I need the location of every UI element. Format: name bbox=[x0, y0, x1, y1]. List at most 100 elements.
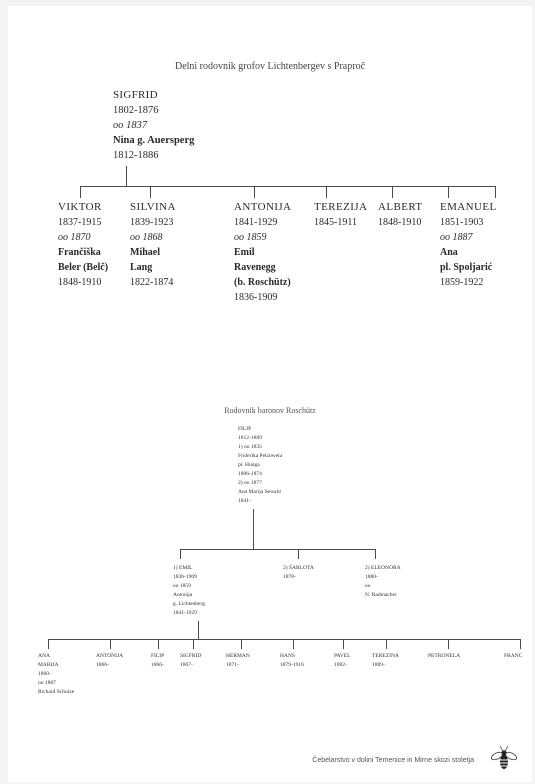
child-name: ANTONIJA bbox=[234, 201, 292, 213]
tree2-gen2-node: 2) ŠARLOTA 1878- bbox=[283, 564, 314, 582]
tree1-drop bbox=[448, 186, 449, 198]
tree2-gen3-node: HANS 1879-1916 bbox=[280, 652, 304, 670]
tree2-node-line: FILIP bbox=[151, 653, 165, 659]
tree2-drop bbox=[448, 639, 449, 649]
tree2-gen3-node: SIGFRID 1867- bbox=[180, 652, 201, 670]
tree2-node-line: 1882- bbox=[334, 662, 347, 668]
child-spouse-years: 1859-1922 bbox=[440, 277, 484, 288]
tree2-gen3-node: FRANC bbox=[504, 652, 522, 661]
child-spouse: Mihael bbox=[130, 247, 160, 258]
tree2-root-line: 2) oo 1877 bbox=[238, 480, 262, 486]
tree2-node-line: 1871- bbox=[226, 662, 239, 668]
tree2-node-line: FRANC bbox=[504, 653, 523, 659]
child-spouse: Ana bbox=[440, 247, 458, 258]
tree1-child: EMANUEL 1851-1903 oo 1887 Ana pl. Spolja… bbox=[440, 200, 497, 290]
tree2-gen3-node: ANTONIJA 1866- bbox=[96, 652, 123, 670]
tree1-child: TEREZIJA 1845-1911 bbox=[314, 200, 367, 230]
child-marriage: oo 1868 bbox=[130, 232, 163, 243]
tree2-node-line: SIGFRID bbox=[180, 653, 202, 659]
child-spouse: Lang bbox=[130, 262, 153, 273]
tree2-node-line: oo bbox=[365, 583, 371, 589]
tree2-drop bbox=[48, 639, 49, 649]
tree2-title: Rodovnik baronov Roschütz bbox=[224, 406, 316, 415]
tree2-drop bbox=[293, 639, 294, 649]
tree2-node-line: Antonija bbox=[173, 592, 193, 598]
tree2-node-line: 1860- bbox=[38, 671, 51, 677]
tree1-child: VIKTOR 1837-1915 oo 1870 Frančiška Beler… bbox=[58, 200, 108, 290]
tree2-root-line: pl. Hunga bbox=[238, 462, 260, 468]
tree2-gen3-node: FILIP 1866- bbox=[151, 652, 164, 670]
tree2-sibling-bar bbox=[48, 639, 520, 640]
bee-icon bbox=[491, 745, 517, 769]
tree1-drop bbox=[495, 186, 496, 198]
child-name: VIKTOR bbox=[58, 201, 102, 213]
tree2-gen2-node: 1) EMIL 1836-1909 oo 1859 Antonija g. Li… bbox=[173, 564, 205, 618]
tree2-node-line: 2) ELEONORA bbox=[365, 565, 401, 571]
child-marriage: oo 1870 bbox=[58, 232, 91, 243]
tree2-gen3-node: HERMAN 1871- bbox=[226, 652, 250, 670]
child-marriage: oo 1859 bbox=[234, 232, 267, 243]
child-years: 1845-1911 bbox=[314, 217, 357, 228]
child-name: SILVINA bbox=[130, 201, 176, 213]
tree1-title: Delni rodovnik grofov Lichtenbergev s Pr… bbox=[174, 61, 366, 72]
tree2-node-line: 1878- bbox=[283, 574, 296, 580]
child-years: 1837-1915 bbox=[58, 217, 102, 228]
document-page: Delni rodovnik grofov Lichtenbergev s Pr… bbox=[8, 6, 532, 782]
tree2-drop bbox=[298, 549, 299, 559]
tree2-gen3-node: TEREZINA 1889- bbox=[372, 652, 399, 670]
tree2-gen3-node: PAVEL 1882- bbox=[334, 652, 351, 670]
child-years: 1851-1903 bbox=[440, 217, 484, 228]
tree2-node-line: 1841-1929 bbox=[173, 610, 197, 616]
tree2-node-line: 1889- bbox=[372, 662, 385, 668]
tree2-node-line: Richard Schulze bbox=[38, 689, 75, 695]
tree1-drop bbox=[80, 186, 81, 198]
tree2-drop bbox=[193, 639, 194, 649]
tree2-node-line: ANTONIJA bbox=[96, 653, 124, 659]
tree1-root: SIGFRID 1802-1876 oo 1837 Nina g. Auersp… bbox=[113, 88, 194, 163]
child-spouse-years: 1848-1910 bbox=[58, 277, 102, 288]
tree2-drop bbox=[158, 639, 159, 649]
child-years: 1848-1910 bbox=[378, 217, 422, 228]
tree2-drop bbox=[375, 549, 376, 559]
root-spouse-years: 1812-1886 bbox=[113, 150, 159, 161]
tree1-stem bbox=[126, 166, 127, 186]
child-spouse: (b. Roschütz) bbox=[234, 277, 291, 288]
tree2-node-line: HANS bbox=[280, 653, 295, 659]
child-name: ALBERT bbox=[378, 201, 423, 213]
tree2-root-line: Friderika Pelzowela bbox=[238, 453, 283, 459]
tree1-child: ANTONIJA 1841-1929 oo 1859 Emil Ravenegg… bbox=[234, 200, 291, 305]
child-spouse: Beler (Belč) bbox=[58, 262, 109, 273]
root-marriage: oo 1837 bbox=[113, 120, 148, 131]
tree2-drop bbox=[110, 639, 111, 649]
tree2-drop bbox=[241, 639, 242, 649]
tree2-node-line: 1836-1909 bbox=[173, 574, 197, 580]
tree2-drop bbox=[180, 549, 181, 559]
child-spouse-years: 1822-1874 bbox=[130, 277, 174, 288]
tree2-node-line: 1879-1916 bbox=[280, 662, 304, 668]
child-marriage: oo 1887 bbox=[440, 232, 473, 243]
tree1-drop bbox=[326, 186, 327, 198]
tree2-root-line: 1) oo 1835 bbox=[238, 444, 262, 450]
tree2-node-line: PAVEL bbox=[334, 653, 351, 659]
tree1-drop bbox=[392, 186, 393, 198]
tree2-node-line: MARIJA bbox=[38, 662, 59, 668]
root-years: 1802-1876 bbox=[113, 105, 159, 116]
tree1-child: SILVINA 1839-1923 oo 1868 Mihael Lang 18… bbox=[130, 200, 176, 290]
root-name: SIGFRID bbox=[113, 89, 158, 101]
child-name: TEREZIJA bbox=[314, 201, 368, 213]
child-name: EMANUEL bbox=[440, 201, 497, 213]
tree2-root-line: FILIP bbox=[238, 426, 252, 432]
tree2-root-line: 1806-1874 bbox=[238, 471, 262, 477]
tree2-drop bbox=[520, 639, 521, 649]
tree2-stem bbox=[198, 621, 199, 639]
page-footer-caption: Čebelarstvo v dolini Temenice in Mirne s… bbox=[312, 757, 474, 764]
tree2-root-line: 1812-1889 bbox=[238, 435, 262, 441]
tree2-node-line: HERMAN bbox=[226, 653, 250, 659]
child-spouse: Ravenegg bbox=[234, 262, 276, 273]
tree1-drop bbox=[150, 186, 151, 198]
tree2-root: FILIP 1812-1889 1) oo 1835 Friderika Pel… bbox=[238, 425, 282, 506]
child-spouse: pl. Spoljarić bbox=[440, 262, 493, 273]
tree2-node-line: oo 1887 bbox=[38, 680, 56, 686]
tree2-gen2-node: 2) ELEONORA 1880- oo N. Radmacher bbox=[365, 564, 401, 600]
child-years: 1841-1929 bbox=[234, 217, 278, 228]
